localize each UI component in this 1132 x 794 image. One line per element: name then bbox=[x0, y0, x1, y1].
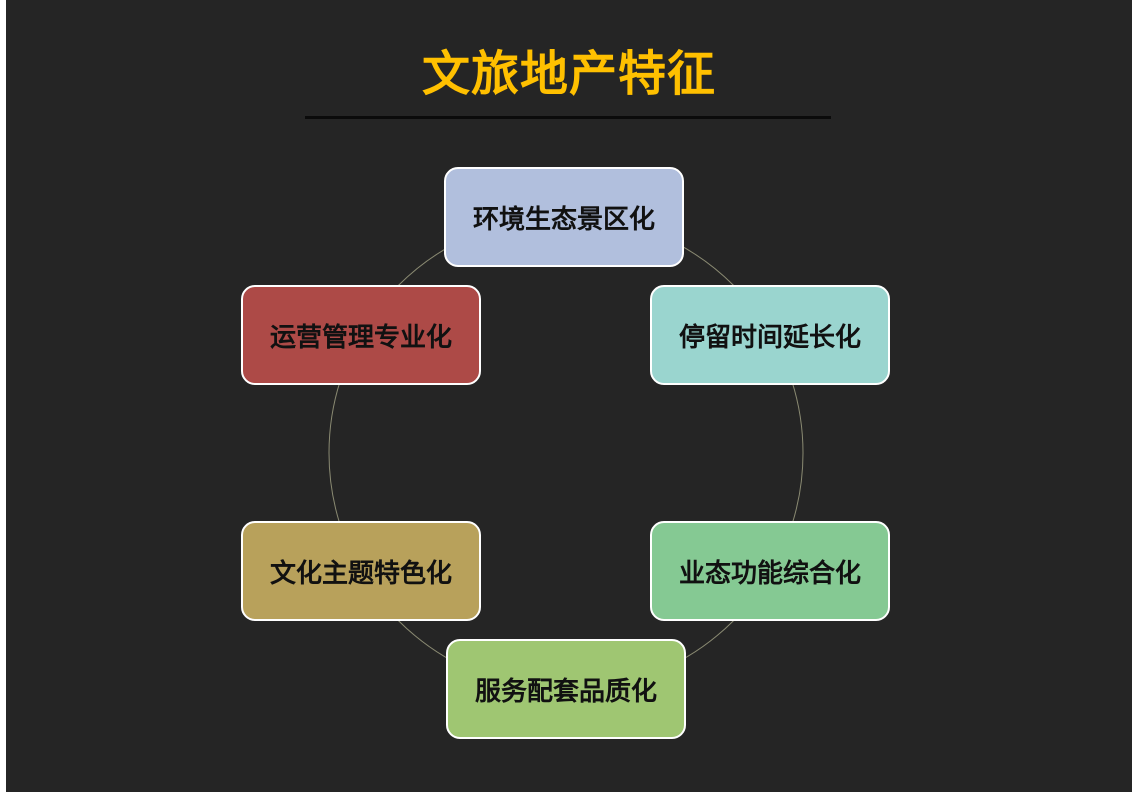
node-cultural-theme: 文化主题特色化 bbox=[241, 521, 481, 621]
page-title: 文旅地产特征 bbox=[421, 46, 716, 102]
node-operation-management: 运营管理专业化 bbox=[241, 285, 481, 385]
title-underline bbox=[305, 116, 831, 119]
node-cultural-theme-label: 文化主题特色化 bbox=[269, 558, 452, 589]
node-business-function-label: 业态功能综合化 bbox=[678, 558, 861, 589]
node-service-quality: 服务配套品质化 bbox=[446, 639, 686, 739]
slide: 文旅地产特征 环境生态景区化 停留时间延长化 业态功能综合化 服务配套品质化 文… bbox=[6, 0, 1132, 792]
node-environment-label: 环境生态景区化 bbox=[472, 204, 655, 235]
node-stay-duration: 停留时间延长化 bbox=[650, 285, 890, 385]
node-business-function: 业态功能综合化 bbox=[650, 521, 890, 621]
node-stay-duration-label: 停留时间延长化 bbox=[678, 322, 861, 353]
node-environment: 环境生态景区化 bbox=[444, 167, 684, 267]
node-service-quality-label: 服务配套品质化 bbox=[474, 676, 657, 707]
node-operation-management-label: 运营管理专业化 bbox=[269, 322, 452, 353]
